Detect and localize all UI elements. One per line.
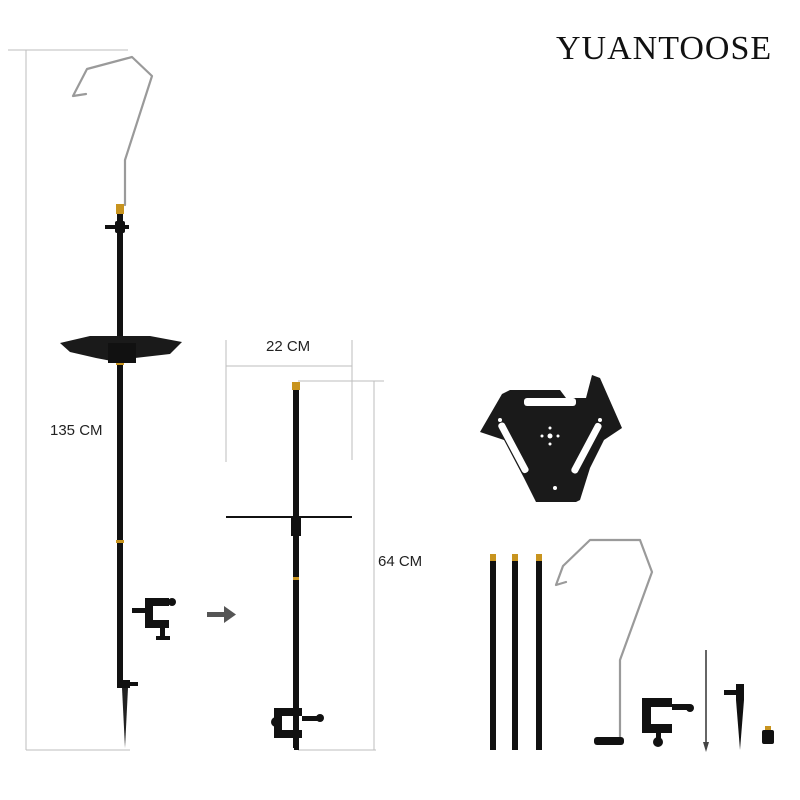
clamped-stand <box>226 382 352 750</box>
thin-spike <box>703 650 709 752</box>
loose-clamp <box>642 698 694 747</box>
total-height-label: 135 CM <box>50 422 103 439</box>
hook <box>71 55 154 207</box>
brand-logo: YUANTOOSE <box>556 30 773 67</box>
main-pole <box>117 208 123 688</box>
dimension-guides <box>8 49 384 751</box>
arrow-icon <box>207 606 236 623</box>
loose-hook <box>554 538 654 742</box>
tray-width-label: 22 CM <box>266 338 311 355</box>
pole-segments <box>490 554 542 750</box>
assembled-stand <box>60 55 182 748</box>
short-pole <box>293 388 299 748</box>
clamp-accessory <box>132 598 176 640</box>
mounting-plate <box>480 375 622 502</box>
ground-spike <box>122 688 128 748</box>
end-cap <box>762 726 774 744</box>
ground-spike-part <box>724 684 744 750</box>
folded-height-label: 64 CM <box>378 553 423 570</box>
